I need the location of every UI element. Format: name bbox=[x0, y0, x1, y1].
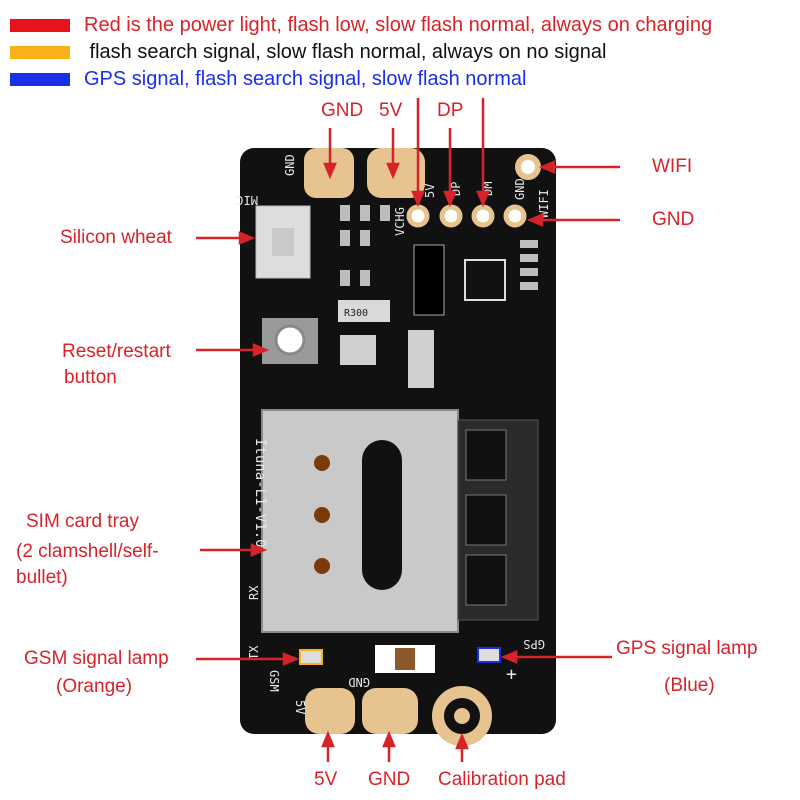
label-reset-line1: Reset/restart bbox=[62, 341, 171, 362]
label-right-gnd: GND bbox=[652, 209, 695, 230]
silk-5v-bottom: 5V bbox=[293, 700, 307, 714]
pad-5v-small bbox=[406, 204, 430, 228]
pad-dp bbox=[439, 204, 463, 228]
silk-gnd2: GND bbox=[513, 178, 527, 200]
label-silicon-wheat: Silicon wheat bbox=[60, 227, 172, 248]
silk-5v: 5V bbox=[423, 184, 437, 198]
label-top-dp: DP bbox=[437, 100, 464, 121]
legend-swatch-blue bbox=[10, 73, 70, 86]
label-gps-line1: GPS signal lamp bbox=[616, 638, 758, 659]
label-sim-line3: bullet) bbox=[16, 567, 68, 588]
pad-dm bbox=[471, 204, 495, 228]
gsm-led bbox=[299, 649, 323, 665]
label-sim-line2: (2 clamshell/self- bbox=[16, 541, 159, 562]
reset-button-cap bbox=[274, 324, 306, 356]
silk-gnd-bottom: GND bbox=[348, 675, 370, 689]
label-gsm-line2: (Orange) bbox=[56, 676, 133, 697]
label-top-gnd: GND bbox=[321, 100, 364, 121]
legend-swatch-red bbox=[10, 19, 70, 32]
silk-resistor: R300 bbox=[344, 308, 368, 319]
label-sim-line1: SIM card tray bbox=[26, 511, 139, 532]
legend-row-gps: GPS signal, flash search signal, slow fl… bbox=[10, 68, 526, 91]
resistor bbox=[338, 300, 390, 322]
legend-swatch-orange bbox=[10, 46, 70, 59]
label-top-5v: 5V bbox=[379, 100, 403, 121]
label-bottom-gnd: GND bbox=[368, 769, 411, 790]
label-reset-line2: button bbox=[64, 367, 117, 388]
silk-plus: + bbox=[506, 664, 517, 685]
legend-text-gps: GPS signal, flash search signal, slow fl… bbox=[84, 68, 527, 90]
silk-gsm: GSM bbox=[267, 670, 281, 692]
silk-gnd-top: GND bbox=[283, 154, 297, 176]
sim-card-tray bbox=[261, 409, 459, 633]
silk-vchg: VCHG bbox=[393, 207, 407, 236]
pad-5v-bottom bbox=[305, 688, 355, 734]
label-gps-line2: (Blue) bbox=[664, 675, 715, 696]
pad-5v-top bbox=[367, 148, 425, 198]
pad-gnd-small bbox=[503, 204, 527, 228]
silk-mic: MIC bbox=[236, 193, 258, 207]
silk-model: Ituna-L1-V1.0 bbox=[252, 438, 268, 548]
silk-gps: GPS bbox=[523, 637, 545, 651]
pad-gnd-bottom bbox=[362, 688, 418, 734]
legend-text-gsm: flash search signal, slow flash normal, … bbox=[84, 41, 607, 63]
silk-tx: TX bbox=[247, 645, 261, 660]
silk-wifi: WIFI bbox=[537, 189, 551, 218]
silk-rx: RX bbox=[247, 585, 261, 600]
legend-row-gsm: flash search signal, slow flash normal, … bbox=[10, 41, 606, 64]
pad-wifi bbox=[515, 154, 541, 180]
label-wifi: WIFI bbox=[652, 156, 693, 177]
ic-chip bbox=[413, 244, 445, 316]
gps-led bbox=[477, 647, 501, 663]
legend-row-power: Red is the power light, flash low, slow … bbox=[10, 14, 712, 37]
label-bottom-5v: 5V bbox=[314, 769, 338, 790]
label-calibration-pad: Calibration pad bbox=[438, 769, 566, 790]
label-gsm-line1: GSM signal lamp bbox=[24, 648, 169, 669]
legend-text-power: Red is the power light, flash low, slow … bbox=[84, 14, 713, 36]
